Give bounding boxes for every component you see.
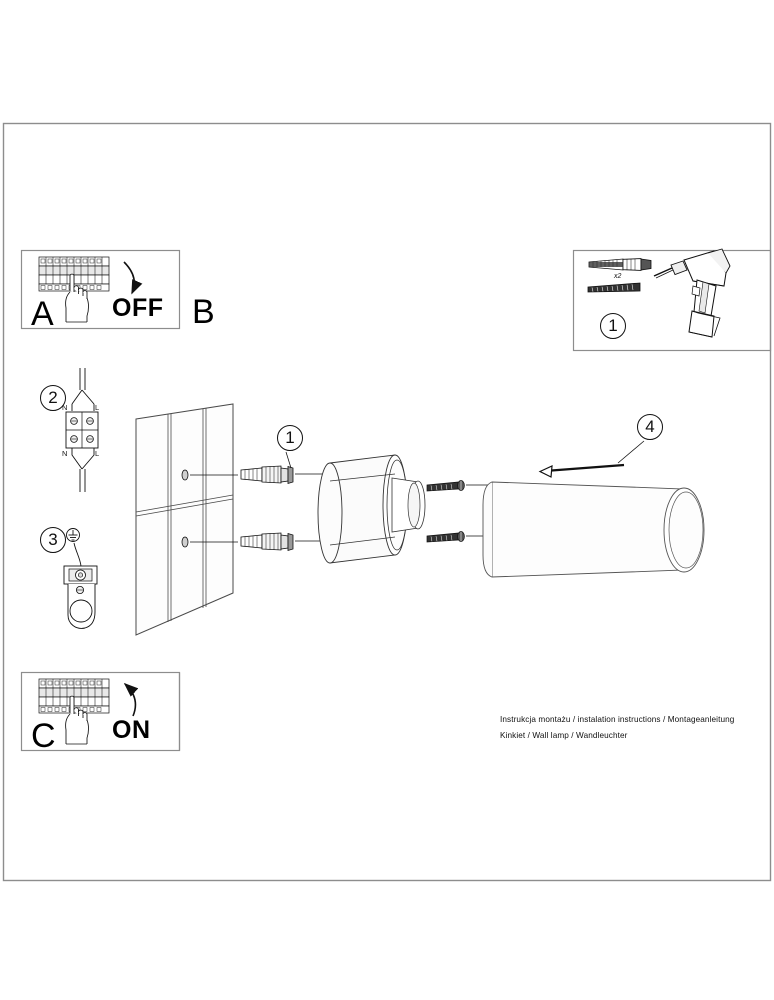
lamp-shade-cylinder	[482, 481, 705, 578]
panel-a-label: A	[31, 295, 54, 333]
panel-a-border	[20, 249, 181, 330]
caption-line-1: Instrukcja montażu / instalation instruc…	[500, 715, 735, 724]
panel-b-label: B	[192, 293, 215, 331]
terminal-block-wiring	[65, 368, 99, 492]
panel-c-state-label: ON	[112, 716, 151, 744]
lamp-mounting-base-cylinder	[317, 454, 426, 564]
panel-parts-border	[572, 249, 772, 352]
screw-long-icon	[587, 282, 641, 293]
caption-line-2: Kinkiet / Wall lamp / Wandleuchter	[500, 731, 628, 740]
base-construction-lines	[329, 473, 396, 546]
arrow-up-curved-c-icon	[123, 682, 139, 717]
shade-fixing-screw-top	[426, 480, 465, 492]
terminal-label-l-top: L	[95, 403, 100, 412]
panel-a-state-label: OFF	[112, 294, 164, 322]
wall-drill-holes	[181, 469, 189, 548]
shade-fixing-screw-bottom	[426, 531, 465, 543]
step4-leader	[617, 440, 645, 464]
hole-leader-lines	[190, 474, 238, 543]
expansion-anchor-top	[240, 465, 294, 485]
arrow-down-curved-a-icon	[123, 261, 143, 295]
step-3-number-badge: 3	[40, 527, 66, 553]
arrow-left-slide-icon	[538, 463, 625, 478]
expansion-anchor-bottom	[240, 532, 294, 552]
earth-ground-symbol-icon	[66, 528, 80, 542]
step1-leader	[285, 451, 292, 469]
terminal-label-l-bottom: L	[95, 449, 100, 458]
hand-pointing-c-icon	[65, 695, 89, 745]
earth-wire	[73, 542, 82, 567]
power-drill-icon	[653, 248, 731, 338]
panel-c-label: C	[31, 717, 56, 755]
wall-plug-1-icon	[588, 258, 652, 271]
sheet-border	[2, 122, 772, 882]
hand-pointing-a-icon	[65, 273, 89, 323]
terminal-label-n-top: N	[62, 403, 68, 412]
wall-surface	[135, 403, 234, 636]
parts-step-number-badge: 1	[600, 313, 626, 339]
earth-terminal-bracket	[63, 565, 98, 629]
wall-plug-quantity-label: x2	[614, 273, 622, 280]
step-2-number-badge: 2	[40, 385, 66, 411]
step-4-number-badge: 4	[637, 414, 663, 440]
step-1-number-badge: 1	[277, 425, 303, 451]
terminal-label-n-bottom: N	[62, 449, 68, 458]
